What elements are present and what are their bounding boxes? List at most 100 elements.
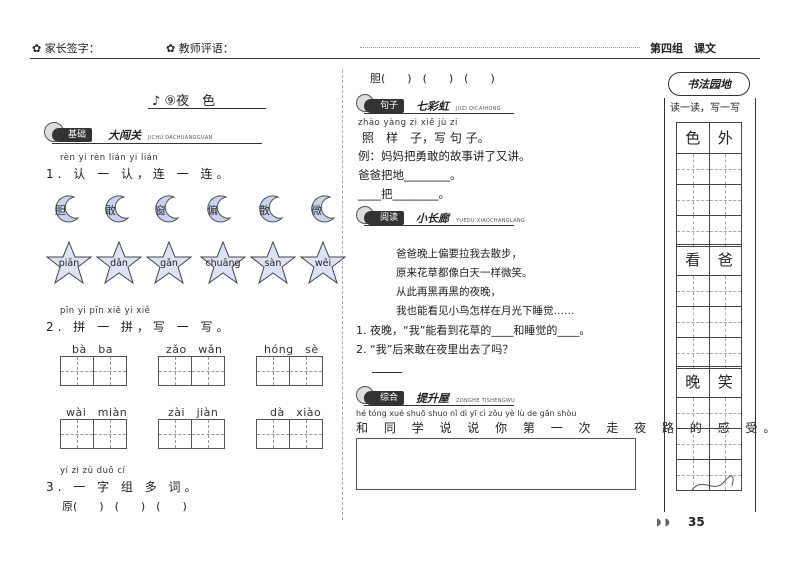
section-title: 七彩虹 [416,100,449,113]
answer-blank[interactable] [372,372,402,373]
word-pinyin: zǎo wǎn [166,343,223,356]
header-rule [30,58,760,59]
star-pinyin: chuāng [205,258,241,269]
teacher-comment-label: ✿ 教师评语： [166,42,234,55]
word-pinyin: bà ba [72,343,113,356]
word-pinyin: wài miàn [66,406,128,419]
moon-char: 窗 [155,204,166,217]
star-pinyin: gǎn [160,258,178,269]
sec2-pinyin: zhào yàng zi xiě jù zi [358,118,458,128]
q1-pinyin: rèn yi rèn lián yi lián [60,153,159,163]
section-title: 大闯关 [108,129,141,142]
header-divider [360,47,640,48]
section-badge: 阅读 [364,211,405,225]
writing-grid[interactable] [158,419,225,449]
writing-grid[interactable] [256,419,323,449]
parent-sign-label: ✿ 家长签字： [32,42,100,55]
flower-icon: ✿ [32,42,42,55]
page-deco-icon: ◗ ◗ [656,517,670,528]
poem-line: 我也能看见小鸟怎样在月光下睡觉…… [396,305,575,317]
sec4-question: 和 同 学 说 说 你 第 一 次 走 夜 路 的 感 受。 [356,421,782,435]
reading-question-2: 2. “我”后来敢在夜里出去了吗？ [356,343,514,356]
grid-char: 笑 [717,373,733,391]
star-card[interactable]: gǎn [145,240,193,286]
example-sentence: 例：妈妈把勇敢的故事讲了又讲。 [358,149,531,163]
grid-char: 爸 [717,251,733,269]
moon-char: 敢 [105,204,116,217]
practice-grid[interactable]: 晚笑 [676,366,742,491]
grid-char: 色 [677,123,710,153]
answer-line-2[interactable]: ____把________。 [358,187,450,201]
flower-icon: ✿ [166,42,176,55]
writing-grid[interactable] [158,356,225,386]
lesson-title-underline [148,108,266,109]
star-card[interactable]: chuāng [199,240,247,286]
section-subtitle: JICHU DACHUANGGUAN [148,135,213,141]
grid-char: 看 [677,245,710,275]
practice-grid[interactable]: 看爸 [676,244,742,369]
grid-char: 晚 [677,367,710,397]
section-badge: 基础 [52,128,93,142]
column-divider [342,70,343,520]
lesson-title: ♪ ⑨夜 色 [152,94,216,109]
section-rule [364,113,514,114]
poem-line: 爸爸晚上偏要拉我去散步， [396,248,522,260]
q3-pinyin: yí zì zǔ duō cí [60,466,126,476]
star-pinyin: piān [58,258,80,269]
q2-pinyin: pīn yi pīn xiě yi xiě [60,306,151,316]
star-card[interactable]: piān [45,240,93,286]
star-card[interactable]: sàn [249,240,297,286]
writing-grid[interactable] [256,356,323,386]
sidebar-frame [664,98,756,512]
moon-char: 微 [311,204,322,217]
star-card[interactable]: wēi [299,240,347,286]
dan-answer-line[interactable]: 胆( ) ( ) ( ) [370,72,495,85]
reading-question-1[interactable]: 1. 夜晚，“我”能看到花草的____和睡觉的____。 [356,324,591,337]
poem-line: 原来花草都像白天一样微笑。 [396,267,533,279]
section-title: 小长廊 [416,212,449,225]
group-label: 第四组 课文 [650,42,716,55]
star-pinyin: dǎn [110,258,128,269]
section-badge: 综合 [364,391,405,405]
page-number: 35 [688,515,705,529]
star-pinyin: wēi [314,258,332,269]
star-card[interactable]: dǎn [95,240,143,286]
word-pinyin: hóng sè [264,343,319,356]
word-pinyin: zài jiàn [168,406,219,419]
sec2-question: 照 样 子，写 句 子。 [362,131,490,145]
q3-text: 3. 一 字 组 多 词。 [46,480,201,494]
swirl-decoration-icon [691,475,734,491]
moon-char: 偏 [207,204,218,217]
section-title: 提升屋 [416,392,449,405]
moon-card[interactable]: 散 [256,194,286,224]
moon-card[interactable]: 敢 [102,194,132,224]
q1-text: 1. 认 一 认，连 一 连。 [46,167,233,181]
grid-char: 外 [717,129,733,147]
moon-char: 散 [259,204,270,217]
writing-grid[interactable] [60,419,127,449]
section-subtitle: JUZI QICAIHONG [456,106,501,112]
moon-card[interactable]: 偏 [204,194,234,224]
writing-grid[interactable] [60,356,127,386]
answer-box[interactable] [356,438,636,490]
sec4-pinyin: hé tóng xué shuō shuo nǐ dì yī cì zǒu yè… [356,409,577,418]
section-rule [364,405,514,406]
word-pinyin: dà xiào [270,406,322,419]
star-pinyin: sàn [264,258,282,269]
poem-line: 从此再黑再黑的夜晚， [396,286,501,298]
music-note-icon: ♪ [152,94,161,109]
section-rule [364,225,514,226]
moon-card[interactable]: 微 [308,194,338,224]
answer-line-1[interactable]: 爸爸把地________。 [358,168,462,182]
section-subtitle: ZONGHE TISHENGWU [456,398,516,404]
section-rule [52,143,262,144]
section-badge: 句子 [364,99,405,113]
q2-text: 2. 拼 一 拼，写 一 写。 [46,320,233,334]
q3-answer-line[interactable]: 原( ) ( ) ( ) [62,500,187,513]
moon-card[interactable]: 胆 [52,194,82,224]
calligraphy-logo: 书法园地 [668,72,750,100]
practice-grid[interactable]: 色外 [676,122,742,247]
section-subtitle: YUEDU XIAOCHANGLANG [456,218,526,224]
sidebar-caption: 读一读，写一写 [670,103,740,114]
moon-card[interactable]: 窗 [152,194,182,224]
